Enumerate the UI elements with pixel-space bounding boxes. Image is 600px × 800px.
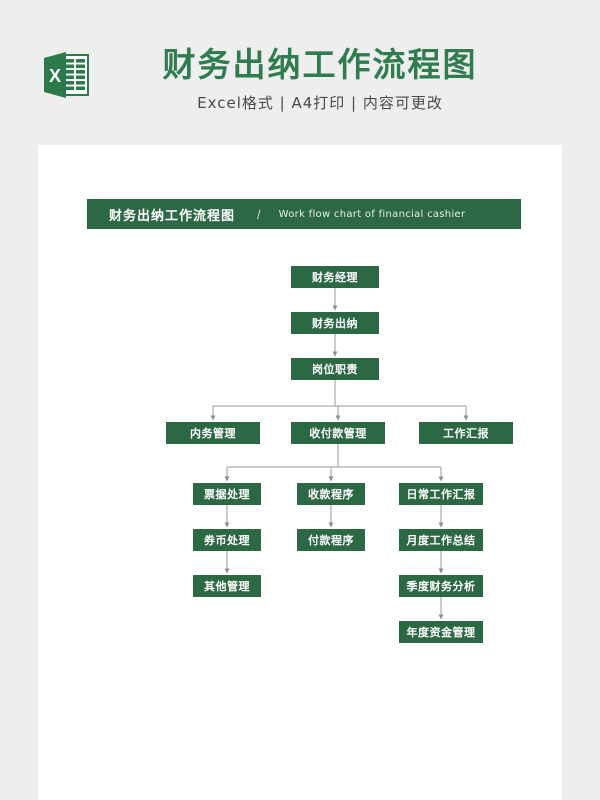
banner-title-cn: 财务出纳工作流程图 xyxy=(109,208,236,224)
flow-node[interactable]: 财务出纳 xyxy=(291,312,379,334)
banner-separator: / xyxy=(257,206,261,222)
page-title: 财务出纳工作流程图 xyxy=(162,45,478,84)
page-header: X 财务出纳工作流程图 Excel格式 | A4打印 | 内容可更改 xyxy=(0,0,600,145)
svg-text:X: X xyxy=(49,66,61,86)
flow-node[interactable]: 付款程序 xyxy=(297,529,365,551)
flow-node[interactable]: 票据处理 xyxy=(193,483,261,505)
flow-node[interactable]: 收付款管理 xyxy=(291,422,385,444)
flow-node[interactable]: 日常工作汇报 xyxy=(399,483,483,505)
flow-node[interactable]: 工作汇报 xyxy=(419,422,513,444)
flow-node[interactable]: 财务经理 xyxy=(291,266,379,288)
excel-file-icon: X xyxy=(42,50,90,100)
banner-title-en: Work flow chart of financial cashier xyxy=(278,208,466,220)
flow-node[interactable]: 岗位职责 xyxy=(291,358,379,380)
flowchart-banner: 财务出纳工作流程图 / Work flow chart of financial… xyxy=(87,199,521,229)
flow-node[interactable]: 季度财务分析 xyxy=(399,575,483,597)
document-sheet: 财务出纳工作流程图 / Work flow chart of financial… xyxy=(38,145,562,800)
flowchart: 财务经理财务出纳岗位职责内务管理 收付款管理 工作汇报票据处理 收款程序 日常工作汇报券… xyxy=(38,145,562,800)
flow-node[interactable]: 券币处理 xyxy=(193,529,261,551)
page-subtitle: Excel格式 | A4打印 | 内容可更改 xyxy=(197,94,443,112)
flowchart-connectors xyxy=(210,288,469,620)
flow-node[interactable]: 收款程序 xyxy=(297,483,365,505)
title-block: 财务出纳工作流程图 Excel格式 | A4打印 | 内容可更改 xyxy=(110,44,530,113)
flow-node[interactable]: 其他管理 xyxy=(193,575,261,597)
flow-node[interactable]: 内务管理 xyxy=(166,422,260,444)
flow-node[interactable]: 月度工作总结 xyxy=(399,529,483,551)
flow-node[interactable]: 年度资金管理 xyxy=(399,621,483,643)
